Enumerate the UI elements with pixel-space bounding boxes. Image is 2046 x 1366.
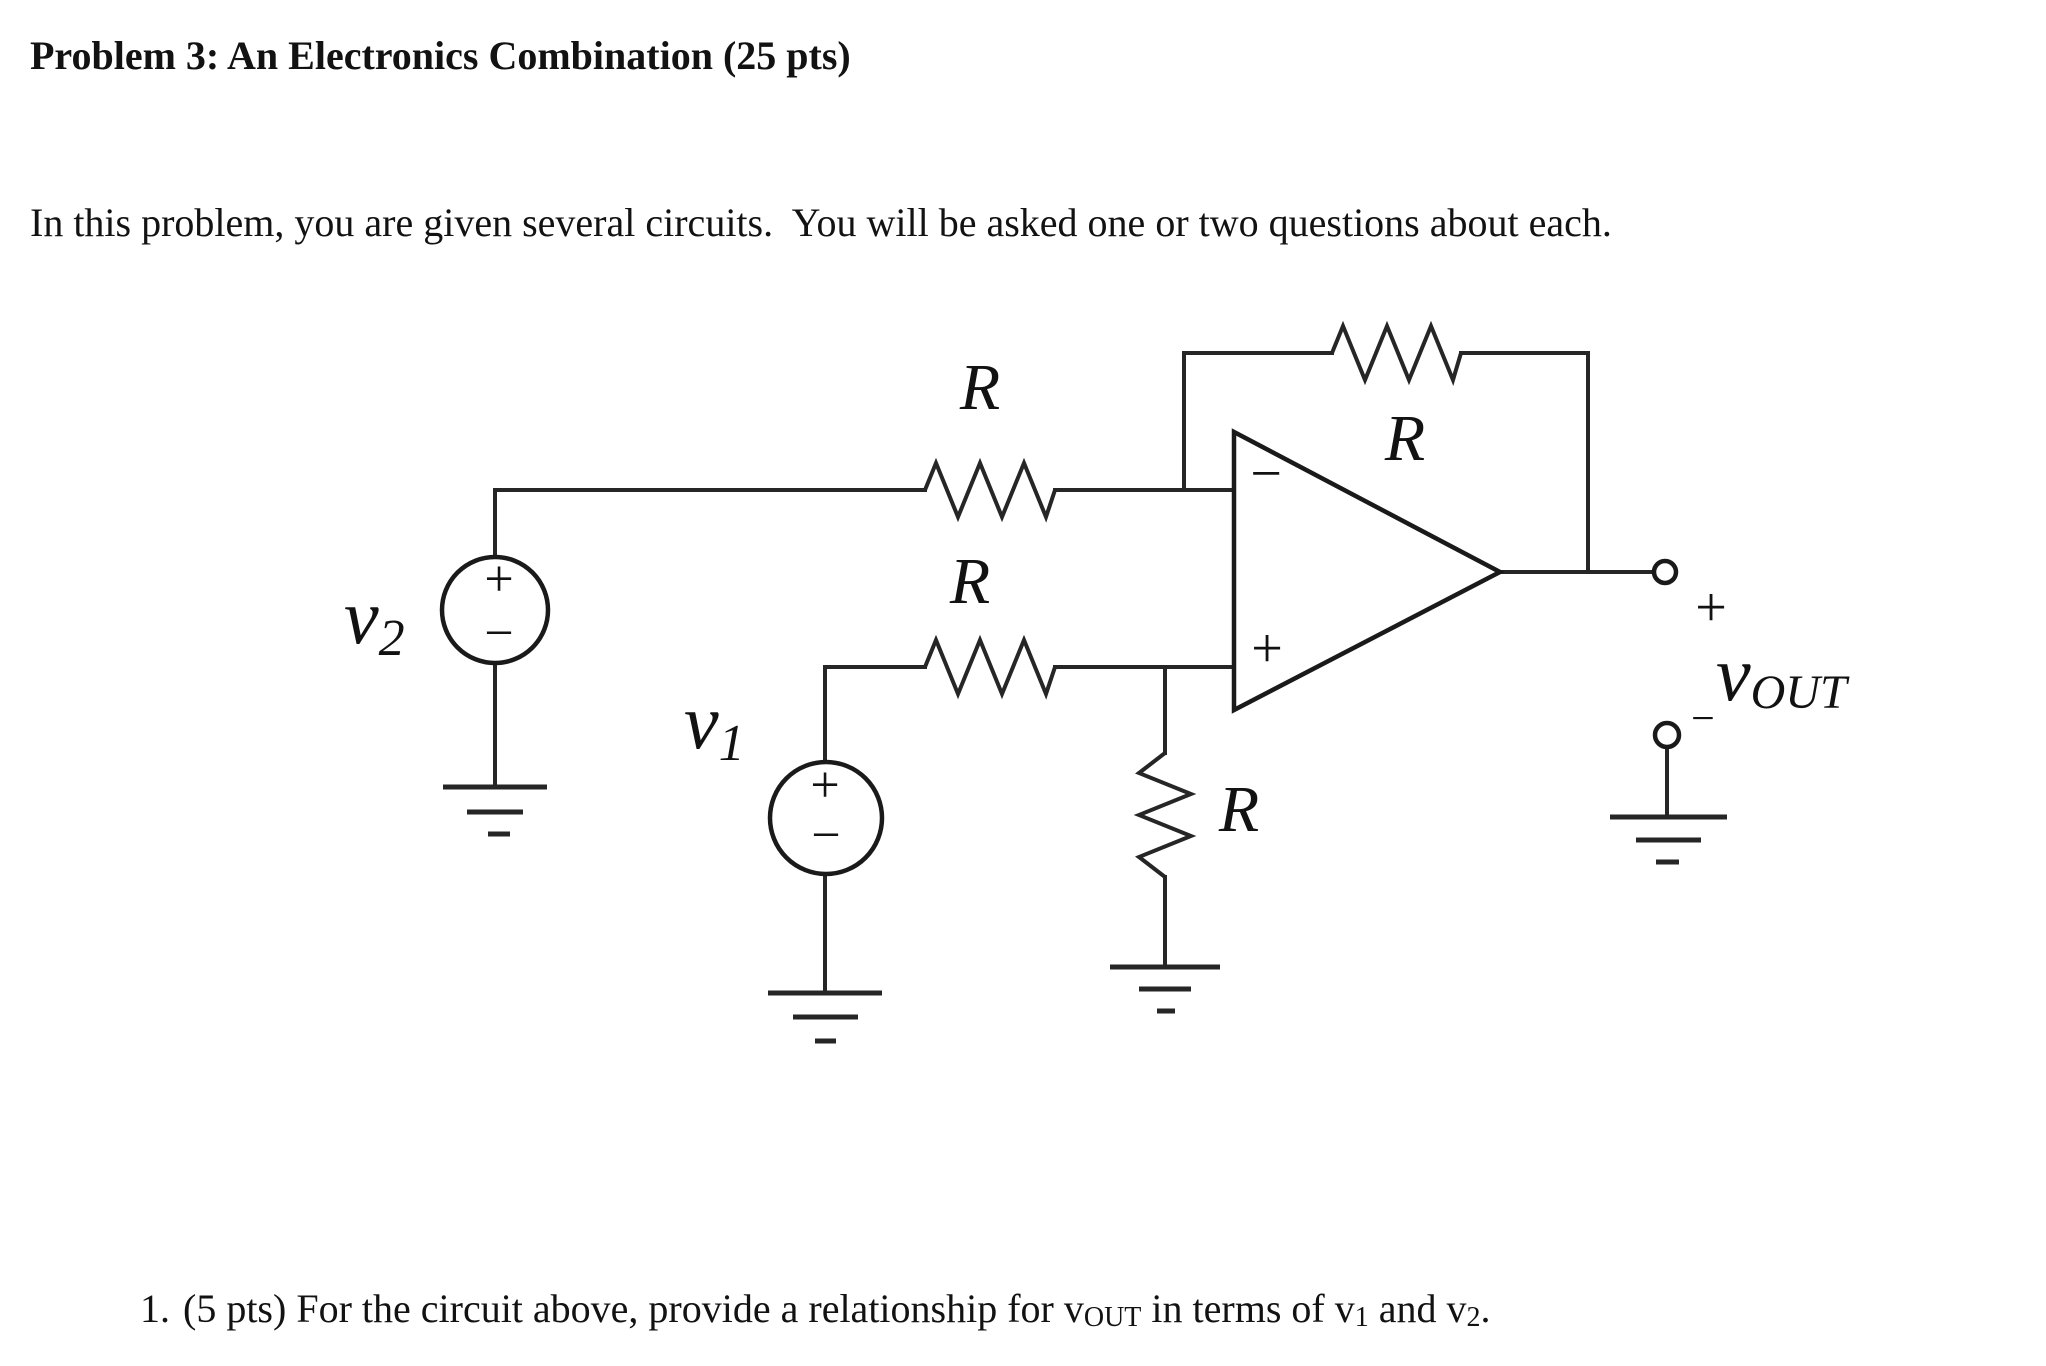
resistor-middle-label: R [949,545,990,618]
question-1: 1. (5 pts) For the circuit above, provide… [100,1240,1490,1366]
question-text-segment: . [1480,1286,1491,1331]
output-vout-label: vOUT [1716,630,1850,719]
ground-v1 [768,990,882,1044]
output-minus-sign: − [1691,696,1715,742]
circuit-wires [493,351,1669,995]
circuit-grounds [443,784,1727,1044]
question-number: 1. [140,1286,170,1331]
question-text-segment: (5 pts) For the circuit above, provide a… [183,1286,1084,1331]
question-vout-subscript: OUT [1083,1301,1142,1333]
opamp-triangle [1231,428,1505,714]
v1-plus-sign: + [810,757,839,814]
source-v2-label: v2 [344,573,405,667]
resistor-feedback-label: R [1384,402,1425,475]
opamp-noninverting-sign: + [1251,618,1283,680]
ground-output [1610,814,1727,865]
output-terminal-negative [1652,720,1682,750]
intro-text: In this problem, you are given several c… [30,200,1612,245]
question-text: (5 pts) For the circuit above, provide a… [183,1286,1491,1333]
problem-title: Problem 3: An Electronics Combination (2… [30,33,851,78]
resistor-middle [923,634,1057,700]
question-v1-subscript: 1 [1354,1301,1369,1333]
resistor-top-label: R [959,351,1000,424]
v1-minus-sign: − [811,807,840,864]
wire-feedback-up [1182,351,1334,492]
v2-minus-sign: − [484,605,513,662]
ground-v2 [443,784,547,837]
resistor-shunt-label: R [1218,773,1259,846]
question-text-segment: in terms of v [1141,1286,1355,1331]
wire-v1-to-middle-resistor [823,665,927,765]
voltage-source-v1 [767,759,885,877]
opamp-inverting-sign: − [1250,443,1282,505]
v2-plus-sign: + [484,551,513,608]
question-text-segment: and v [1368,1286,1467,1331]
output-plus-sign: + [1695,577,1727,639]
wire-feedback-down [1459,351,1590,574]
ground-shunt [1110,964,1220,1014]
voltage-source-v2 [439,554,551,666]
question-v2-subscript: 2 [1466,1301,1481,1333]
circuit-resistors [923,320,1463,879]
resistor-shunt [1133,751,1197,879]
resistor-top [923,457,1057,523]
wire-v2-to-top-resistor [493,488,927,559]
resistor-feedback [1330,320,1463,387]
output-terminal-positive [1651,558,1679,586]
source-v1-label: v1 [684,678,745,772]
